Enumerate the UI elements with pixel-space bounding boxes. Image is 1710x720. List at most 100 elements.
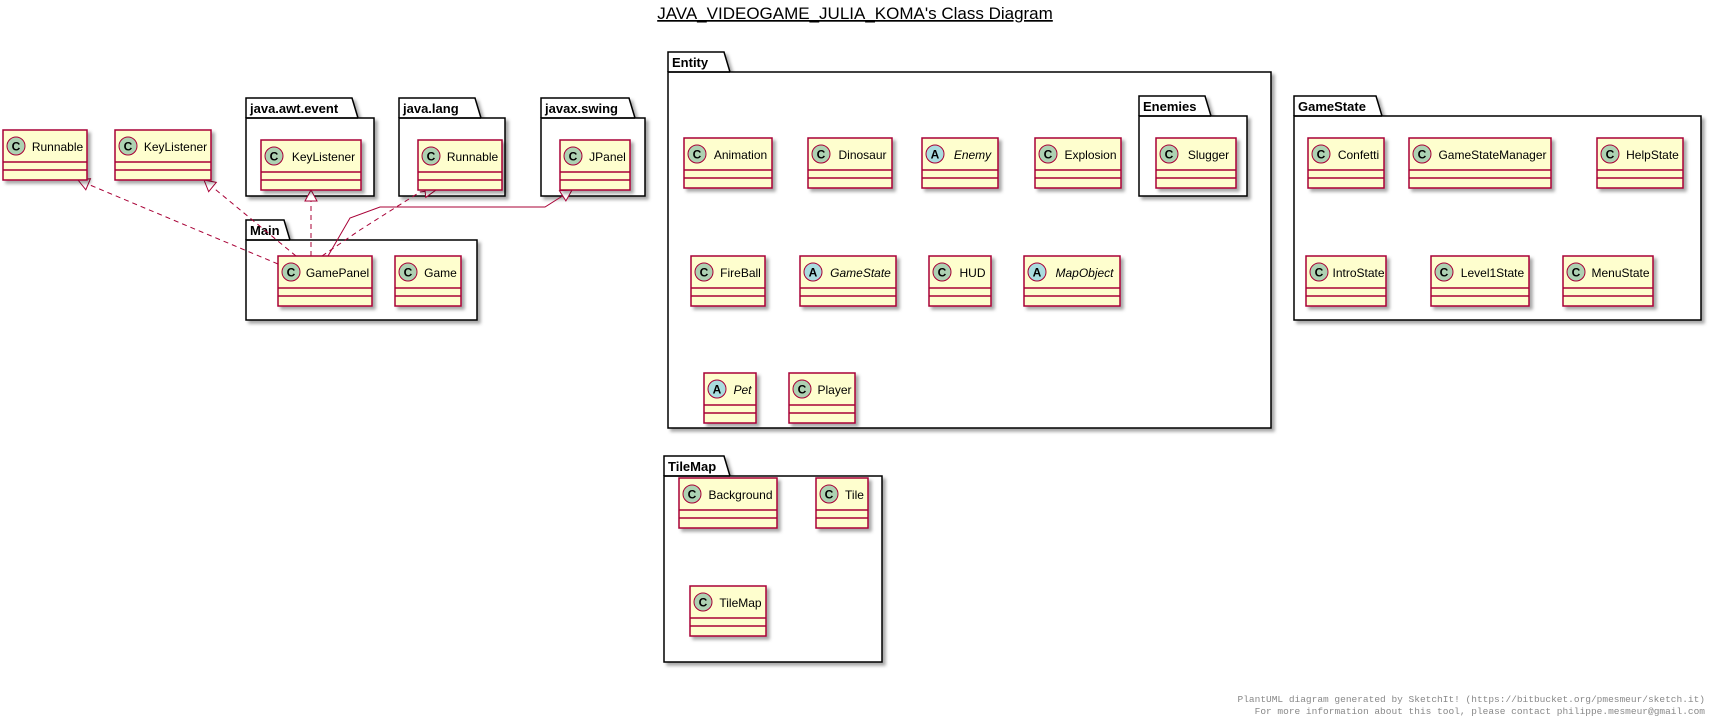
svg-text:C: C	[688, 488, 697, 502]
package-name: javax.swing	[544, 101, 618, 116]
svg-text:C: C	[1572, 266, 1581, 280]
class-icon: C	[1311, 144, 1331, 164]
class-name: Player	[817, 383, 851, 397]
svg-text:C: C	[270, 150, 279, 164]
class-name: FireBall	[720, 266, 761, 280]
abstract-class-icon: A	[1027, 262, 1047, 282]
svg-text:C: C	[693, 148, 702, 162]
svg-text:C: C	[699, 596, 708, 610]
relations-layer	[77, 178, 573, 265]
class-icon: C	[682, 484, 702, 504]
svg-text:C: C	[124, 140, 133, 154]
relation-gamepanel-java-awt-keylistener	[304, 188, 318, 256]
class-icon: C	[398, 262, 418, 282]
svg-text:C: C	[1440, 266, 1449, 280]
class-icon: C	[1434, 262, 1454, 282]
class-name: TileMap	[719, 596, 762, 610]
class-name: KeyListener	[292, 150, 355, 164]
class-box	[1408, 137, 1552, 189]
class-java-awt-event-keylistener[interactable]: C KeyListener	[260, 139, 362, 191]
class-name: Slugger	[1188, 148, 1229, 162]
class-icon: C	[6, 136, 26, 156]
class-name: KeyListener	[144, 140, 207, 154]
class-icon: C	[1600, 144, 1620, 164]
class-name: Pet	[733, 383, 752, 397]
class-entity-enemy[interactable]: A Enemy	[921, 137, 999, 189]
class-icon: C	[811, 144, 831, 164]
svg-text:C: C	[569, 150, 578, 164]
package-name: TileMap	[668, 459, 716, 474]
class-name: Runnable	[32, 140, 84, 154]
abstract-class-icon: A	[707, 379, 727, 399]
svg-text:C: C	[798, 383, 807, 397]
class-icon: C	[264, 146, 284, 166]
class-box	[703, 372, 757, 424]
class-name: GameStateManager	[1438, 148, 1546, 162]
svg-text:C: C	[427, 150, 436, 164]
relation-gamepanel-keylistener	[203, 179, 297, 257]
footer-line-1: PlantUML diagram generated by SketchIt! …	[1238, 694, 1705, 705]
class-icon: C	[118, 136, 138, 156]
class-name: MenuState	[1591, 266, 1649, 280]
package-tab	[1138, 95, 1212, 117]
svg-text:C: C	[1606, 148, 1615, 162]
class-name: Enemy	[954, 148, 992, 162]
class-icon: C	[693, 592, 713, 612]
class-name: HUD	[960, 266, 986, 280]
class-gamestate-menustate[interactable]: C MenuState	[1562, 255, 1654, 307]
class-name: GamePanel	[306, 266, 369, 280]
class-name: Level1State	[1461, 266, 1525, 280]
arrowhead	[304, 188, 318, 202]
svg-text:C: C	[1317, 148, 1326, 162]
class-gamestate-confetti[interactable]: C Confetti	[1307, 137, 1385, 189]
class-entity-pet[interactable]: A Pet	[703, 372, 757, 424]
svg-text:A: A	[1033, 266, 1042, 280]
class-name: Tile	[845, 488, 864, 502]
package-tab	[398, 97, 482, 119]
class-icon: C	[281, 262, 301, 282]
class-icon: C	[687, 144, 707, 164]
class-gamestate-level1state[interactable]: C Level1State	[1430, 255, 1530, 307]
class-gamestate-gamestatemanager[interactable]: C GameStateManager	[1408, 137, 1552, 189]
class-tilemap-tile[interactable]: C Tile	[815, 477, 869, 529]
class-loose-runnable[interactable]: C Runnable	[2, 129, 88, 181]
class-entity-player[interactable]: C Player	[788, 372, 856, 424]
class-loose-keylistener[interactable]: C KeyListener	[114, 129, 212, 181]
diagram-title: JAVA_VIDEOGAME_JULIA_KOMA's Class Diagra…	[657, 4, 1053, 23]
class-entity-fireball[interactable]: C FireBall	[690, 255, 766, 307]
package-tab	[663, 455, 731, 477]
package-name: Enemies	[1143, 99, 1196, 114]
class-name: Explosion	[1064, 148, 1116, 162]
package-name: GameState	[1298, 99, 1366, 114]
arrowhead	[203, 179, 218, 193]
class-box	[1562, 255, 1654, 307]
class-tilemap-tilemap[interactable]: C TileMap	[689, 585, 767, 637]
class-main-gamepanel[interactable]: C GamePanel	[277, 255, 373, 307]
package-tab	[540, 97, 636, 119]
svg-text:C: C	[700, 266, 709, 280]
class-name: Confetti	[1338, 148, 1379, 162]
svg-text:C: C	[12, 140, 21, 154]
package-name: java.lang	[402, 101, 459, 116]
svg-text:C: C	[817, 148, 826, 162]
class-icon: C	[819, 484, 839, 504]
class-name: GameState	[830, 266, 891, 280]
svg-text:C: C	[1418, 148, 1427, 162]
abstract-class-icon: A	[925, 144, 945, 164]
class-icon: C	[792, 379, 812, 399]
package-tab	[245, 97, 359, 119]
svg-text:A: A	[931, 148, 940, 162]
